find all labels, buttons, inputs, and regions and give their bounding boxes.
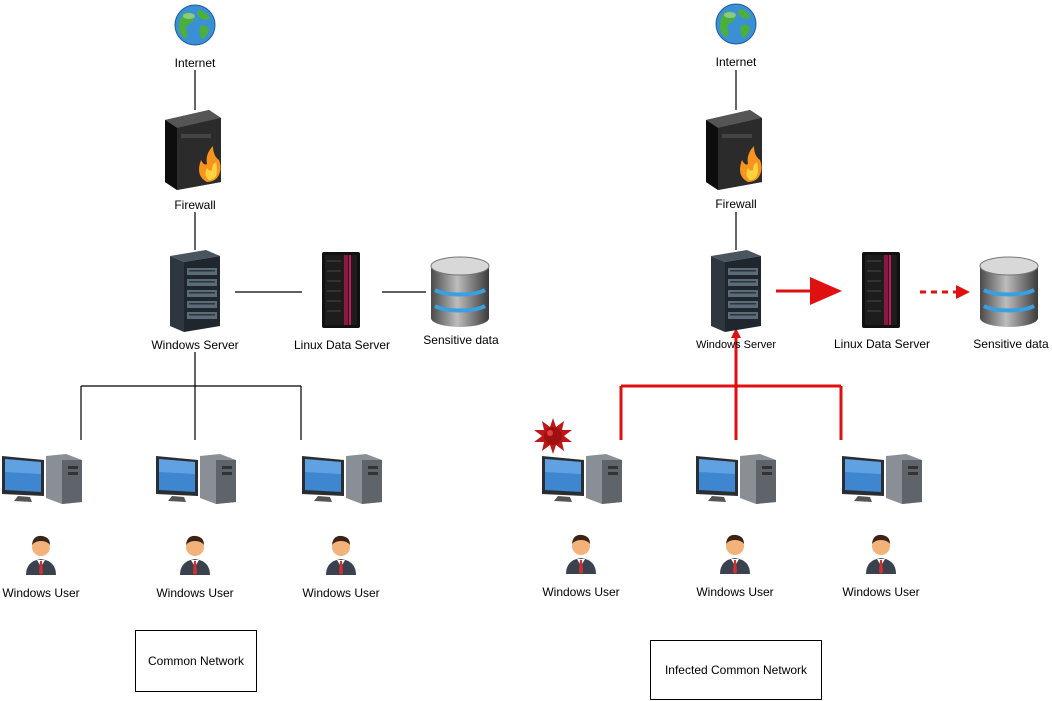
user-icon [564, 532, 598, 574]
user-icon [324, 533, 358, 575]
pc-icon [696, 452, 776, 504]
pc-icon [302, 452, 382, 504]
linux-server-label: Linux Data Server [833, 337, 931, 351]
network-label-box: Infected Common Network [650, 640, 822, 700]
database-icon [429, 256, 491, 328]
user-icon [178, 533, 212, 575]
sensitive-data-label: Sensitive data [973, 337, 1049, 351]
user-label: Windows User [542, 585, 620, 599]
linux-server-icon [862, 250, 900, 330]
linux-server-label: Linux Data Server [293, 338, 391, 352]
user-icon [864, 532, 898, 574]
firewall-label: Firewall [174, 198, 216, 212]
user-icon [24, 533, 58, 575]
user-label: Windows User [696, 585, 774, 599]
database-icon [978, 256, 1040, 328]
left-connectors [80, 70, 426, 440]
windows-server-label: Windows Server [695, 339, 777, 351]
sensitive-data-label: Sensitive data [423, 333, 499, 347]
firewall-icon [704, 110, 768, 190]
network-label-box: Common Network [135, 630, 257, 692]
windows-server-label: Windows Server [151, 338, 239, 352]
user-label: Windows User [2, 586, 80, 600]
attack-path [619, 277, 970, 440]
user-label: Windows User [156, 586, 234, 600]
internet-globe-icon [174, 4, 216, 46]
windows-server-icon [170, 250, 220, 332]
big-arrowhead [810, 277, 842, 305]
firewall-icon [163, 110, 227, 190]
user-label: Windows User [302, 586, 380, 600]
internet-label: Internet [174, 56, 216, 70]
pc-icon [842, 452, 922, 504]
pc-icon [2, 452, 82, 504]
windows-server-icon [711, 250, 761, 332]
up-arrowhead [731, 328, 741, 338]
user-label: Windows User [842, 585, 920, 599]
virus-icon [534, 418, 572, 454]
internet-label: Internet [715, 55, 757, 69]
user-icon [718, 532, 752, 574]
pc-icon [156, 452, 236, 504]
exfil-arrowhead [956, 285, 970, 299]
linux-server-icon [322, 250, 360, 330]
pc-icon [542, 452, 622, 504]
internet-globe-icon [715, 3, 757, 45]
firewall-label: Firewall [715, 197, 757, 211]
